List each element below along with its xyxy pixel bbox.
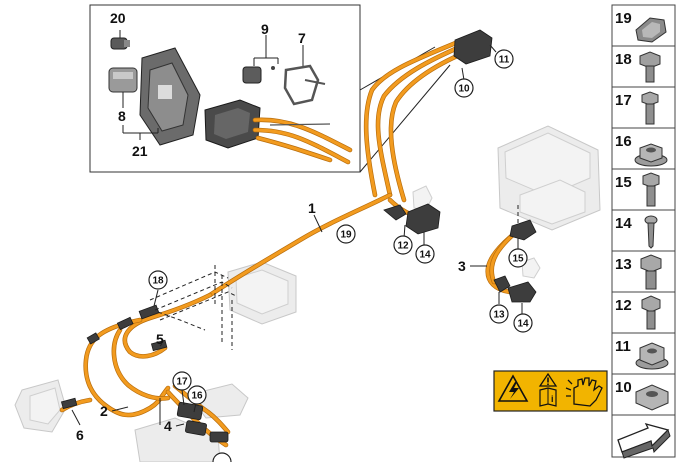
- arrow-right-icon: [617, 422, 671, 459]
- sidebar-item-11[interactable]: 11: [611, 332, 676, 375]
- circled-16: 16: [191, 391, 203, 402]
- sidebar-item-label: 19: [615, 10, 632, 27]
- circled-13: 13: [493, 310, 505, 321]
- sidebar-item-19[interactable]: 19: [611, 4, 676, 47]
- clamp-icon: [635, 17, 667, 43]
- plain-callouts: 1 2 3 4 5 6: [76, 200, 466, 443]
- circled-15: 15: [512, 254, 524, 265]
- circled-14-upper: 14: [419, 250, 431, 261]
- sidebar-item-label: 12: [615, 297, 632, 314]
- inset-connector: [204, 99, 261, 149]
- high-voltage-icon: [497, 374, 529, 402]
- sidebar-item-13[interactable]: 13: [611, 250, 676, 293]
- callout-1: 1: [308, 200, 316, 216]
- leader-lines: [71, 44, 523, 427]
- sidebar-item-18[interactable]: 18: [611, 45, 676, 88]
- screw-icon: [644, 215, 658, 249]
- caution-manual-icon: i: [538, 372, 558, 407]
- callout-5: 5: [156, 331, 164, 347]
- svg-text:i: i: [551, 394, 554, 404]
- callout-9: 9: [261, 21, 269, 37]
- hv-warning-label: i: [493, 370, 608, 412]
- bracket-part-7: [283, 64, 326, 106]
- sidebar-item-label: 18: [615, 51, 632, 68]
- callout-8: 8: [118, 108, 126, 124]
- bolt-icon: [641, 91, 659, 125]
- hex-nut-icon: [635, 342, 669, 370]
- hex-bolt-icon: [642, 172, 660, 207]
- sidebar-item-16[interactable]: 16: [611, 127, 676, 170]
- sidebar-item-10[interactable]: 10: [611, 373, 676, 416]
- hex-nut-flat-icon: [635, 384, 669, 411]
- sidebar-item-label: 10: [615, 379, 632, 396]
- circled-10: 10: [458, 84, 470, 95]
- circled-17: 17: [176, 377, 188, 388]
- hardware-sidebar: 19 18 17 16: [611, 4, 676, 459]
- circled-18: 18: [152, 276, 164, 287]
- circled-19: 19: [340, 230, 352, 241]
- clip-part-9: [242, 66, 275, 84]
- next-page-button[interactable]: [611, 414, 676, 459]
- sidebar-item-label: 16: [615, 133, 632, 150]
- sidebar-item-label: 17: [615, 92, 632, 109]
- circled-14-lower: 14: [517, 319, 529, 330]
- hex-bolt-large-icon: [640, 254, 662, 290]
- sidebar-item-14[interactable]: 14: [611, 209, 676, 252]
- plug-part-20: [110, 37, 130, 50]
- circled-11: 11: [499, 55, 510, 66]
- connectors: [60, 29, 537, 443]
- callout-7: 7: [298, 30, 306, 46]
- plug-part-8: [108, 67, 138, 93]
- sidebar-item-label: 13: [615, 256, 632, 273]
- sidebar-item-label: 15: [615, 174, 632, 191]
- housing-part-21: [139, 47, 201, 146]
- circled-12: 12: [397, 241, 409, 252]
- callout-21: 21: [132, 143, 148, 159]
- dashed-guides: [149, 205, 519, 350]
- hex-bolt-washer-icon: [641, 295, 661, 330]
- sidebar-item-12[interactable]: 12: [611, 291, 676, 334]
- callout-20: 20: [110, 10, 126, 26]
- hex-bolt-collar-icon: [639, 51, 661, 83]
- callout-6: 6: [76, 427, 84, 443]
- callout-4: 4: [164, 418, 172, 434]
- sidebar-item-label: 11: [615, 338, 631, 355]
- detail-inset: 20 8 21 9 7: [89, 4, 451, 173]
- callout-2: 2: [100, 403, 108, 419]
- sidebar-item-17[interactable]: 17: [611, 86, 676, 129]
- sidebar-item-label: 14: [615, 215, 632, 232]
- flange-nut-icon: [634, 143, 668, 167]
- callout-3: 3: [458, 258, 466, 274]
- no-touch-hand-icon: [565, 377, 603, 407]
- sidebar-item-15[interactable]: 15: [611, 168, 676, 211]
